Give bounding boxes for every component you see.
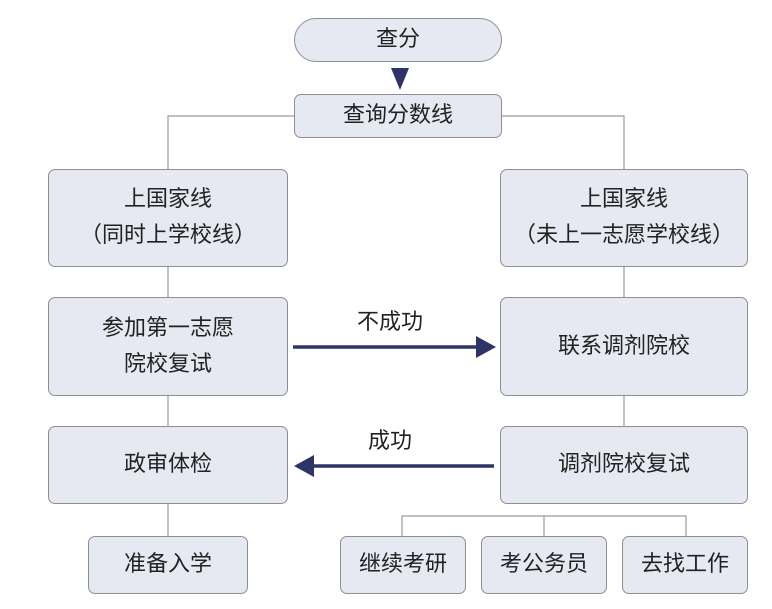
arrow-down-icon [391,68,409,90]
node-adjust-retest-label: 调剂院校复试 [557,452,690,477]
node-query-cutoff-label: 查询分数线 [342,103,453,128]
node-political-check: 政审体检 [48,426,288,504]
node-find-job: 去找工作 [622,536,748,594]
node-check-score: 查分 [294,18,502,62]
node-above-national-right-line1: 上国家线 [579,187,668,212]
node-above-national-left-line1: 上国家线 [123,187,212,212]
node-above-national-left-line2: （同时上学校线） [79,223,256,248]
node-check-score-label: 查分 [375,27,420,52]
connector-query-to-left [167,115,294,169]
node-first-choice-retest: 参加第一志愿 院校复试 [48,297,288,396]
arrow-right-icon [476,336,496,358]
node-political-check-label: 政审体检 [123,452,212,477]
edge-label-success: 成功 [368,429,413,454]
node-enroll-label: 准备入学 [123,552,212,577]
node-query-cutoff: 查询分数线 [294,94,502,138]
node-above-national-left: 上国家线 （同时上学校线） [48,169,288,267]
node-find-job-label: 去找工作 [640,552,729,577]
node-contact-adjust: 联系调剂院校 [500,297,748,396]
node-first-choice-retest-line2: 院校复试 [123,351,212,377]
node-adjust-retest: 调剂院校复试 [500,426,748,504]
node-above-national-right-line2: （未上一志愿学校线） [513,223,734,248]
node-above-national-right: 上国家线 （未上一志愿学校线） [500,169,748,267]
node-continue-exam-label: 继续考研 [358,552,447,577]
node-first-choice-retest-line1: 参加第一志愿 [101,315,234,341]
node-civil-service: 考公务员 [481,536,607,594]
node-enroll: 准备入学 [88,536,248,594]
connector-query-to-right [502,115,625,169]
edge-label-failure: 不成功 [357,310,424,335]
node-continue-exam: 继续考研 [340,536,466,594]
node-civil-service-label: 考公务员 [499,552,588,577]
arrow-left-icon [294,455,314,477]
node-contact-adjust-label: 联系调剂院校 [557,333,690,359]
